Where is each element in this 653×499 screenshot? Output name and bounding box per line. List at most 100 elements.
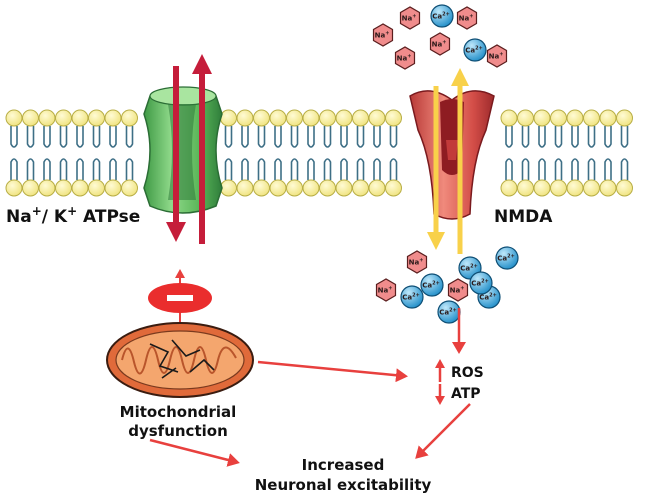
lipid-head [302, 109, 320, 127]
lipid-head [286, 109, 303, 127]
lipid-tail [323, 126, 332, 148]
mito-label-line2: dysfunction [128, 422, 228, 440]
lipid-tail [538, 158, 546, 180]
sodium-ion: Na+ [456, 6, 478, 30]
sodium-ion-label: Na+ [375, 31, 390, 40]
sodium-ion-label: Na+ [409, 258, 424, 267]
lipid-tail [26, 158, 35, 180]
lipid-head [319, 109, 336, 127]
calcium-ion-label: Ca2+ [497, 254, 515, 263]
calcium-ion: Ca2+ [437, 300, 461, 324]
nmda-arrows [427, 68, 469, 254]
lipid-tail [59, 158, 68, 180]
lipid-head [22, 109, 39, 127]
sodium-ion: Na+ [372, 23, 394, 47]
calcium-ion-label: Ca2+ [439, 308, 457, 317]
lipid-tail [538, 126, 546, 148]
lipid-head [368, 109, 386, 127]
lipid-tail [92, 126, 101, 148]
calcium-ion-label: Ca2+ [432, 12, 450, 21]
pump-inward-arrowhead [166, 222, 186, 242]
lipid-tail [587, 158, 596, 180]
lipid-tail [109, 158, 117, 180]
lipid-tail [257, 158, 266, 180]
lipid-tail [274, 126, 282, 148]
calcium-ion: Ca2+ [430, 4, 454, 28]
sodium-ion-label: Na+ [459, 14, 474, 23]
lipid-head [253, 109, 270, 127]
lipid-tail [241, 126, 249, 148]
calcium-ion-label: Ca2+ [460, 264, 478, 273]
lipid-tail [505, 158, 513, 180]
lipid-tail [76, 126, 84, 148]
lipid-tail [224, 126, 233, 148]
lipid-tail [43, 158, 51, 180]
sodium-ion: Na+ [429, 32, 451, 56]
mito-label-line1: Mitochondrial [120, 403, 237, 421]
lipid-head [385, 179, 402, 197]
atp-label: ATP [451, 386, 481, 402]
lipid-head [55, 179, 72, 197]
lipid-head [352, 109, 369, 127]
lipid-tail [26, 126, 35, 148]
lipid-head [104, 179, 122, 197]
lipid-head [88, 109, 105, 127]
lipid-head [286, 179, 303, 197]
lipid-tail [389, 126, 398, 148]
lipid-tail [571, 158, 579, 180]
sodium-ion: Na+ [375, 278, 397, 302]
lipid-head [269, 179, 287, 197]
lipid-head [550, 109, 567, 127]
nmda-inward-arrowhead [427, 232, 445, 250]
lipid-tail [505, 126, 513, 148]
lipid-head [319, 179, 336, 197]
lipid-tail [10, 158, 18, 180]
lipid-tail [274, 158, 282, 180]
lipid-tail [109, 126, 117, 148]
lipid-head [236, 109, 254, 127]
lipid-head [583, 179, 600, 197]
nmda-label: NMDA [494, 207, 553, 227]
pump-label: Na+/ K+ ATPse [6, 204, 140, 227]
lipid-head [566, 109, 584, 127]
lipid-tail [241, 158, 249, 180]
lipid-tail [224, 158, 233, 180]
lipid-head [550, 179, 567, 197]
lipid-heads [5, 109, 633, 197]
lipid-head [55, 109, 72, 127]
lipid-head [517, 109, 534, 127]
lipid-head [121, 179, 138, 197]
lipid-tail [373, 158, 381, 180]
lipid-tail [554, 158, 563, 180]
lipid-tail [125, 158, 134, 180]
outcome-label-line1: Increased [302, 456, 385, 474]
lipid-tail [307, 158, 315, 180]
lipid-head [616, 109, 633, 127]
lipid-tail [571, 126, 579, 148]
inhibition-path [148, 269, 212, 322]
mitochondrion-icon [106, 322, 254, 398]
lipid-head [335, 109, 353, 127]
lipid-tails [10, 126, 629, 180]
ros-label: ROS [451, 365, 484, 381]
lipid-tail [373, 126, 381, 148]
pump-outward-arrowhead [192, 54, 212, 74]
lipid-tail [604, 158, 612, 180]
lipid-tail [257, 126, 266, 148]
lipid-head [38, 109, 56, 127]
lipid-head [599, 179, 617, 197]
lipid-head [71, 109, 89, 127]
lipid-head [236, 179, 254, 197]
lipid-head [269, 109, 287, 127]
calcium-ion: Ca2+ [463, 38, 487, 62]
lipid-tail [620, 126, 629, 148]
pump-arrows [166, 54, 212, 244]
lipid-tail [587, 126, 596, 148]
lipid-head [5, 109, 23, 127]
lipid-head [88, 179, 105, 197]
cell-membrane [5, 109, 633, 197]
lipid-head [500, 179, 518, 197]
lipid-head [71, 179, 89, 197]
sodium-ion-label: Na+ [378, 286, 393, 295]
lipid-tail [340, 126, 348, 148]
